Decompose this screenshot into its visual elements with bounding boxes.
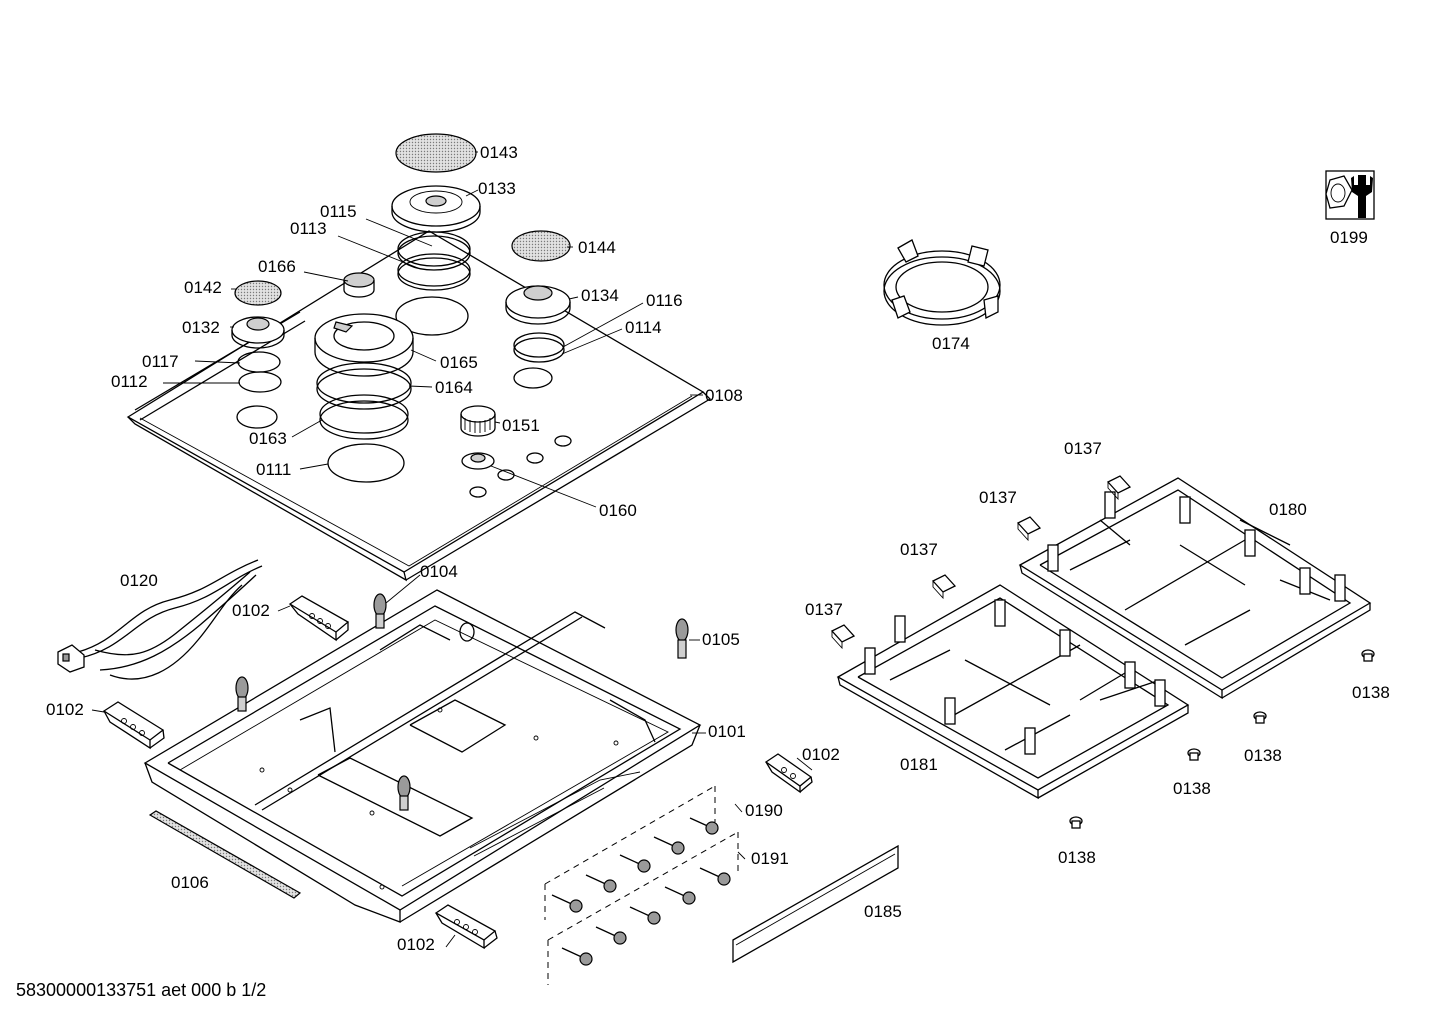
support-bolt <box>235 676 249 712</box>
drawing-reference-code: 58300000133751 aet 000 b 1/2 <box>16 980 267 1000</box>
label-0151: 0151 <box>502 416 540 435</box>
burner-cap-small <box>234 280 282 306</box>
label-0185: 0185 <box>864 902 902 921</box>
label-0104: 0104 <box>420 562 458 581</box>
leader-lines-top <box>163 151 703 508</box>
screw <box>653 836 685 855</box>
label-0137-c: 0137 <box>900 540 938 559</box>
label-0163: 0163 <box>249 429 287 448</box>
wrench-hex-nut-icon <box>1325 170 1375 220</box>
front-strip <box>732 844 899 964</box>
burner-cap-medium <box>511 230 571 262</box>
burner-head-large <box>391 185 481 233</box>
label-0138-d: 0138 <box>1058 848 1096 867</box>
support-clip <box>830 624 856 650</box>
burner-head-medium <box>505 285 571 325</box>
screw <box>595 926 627 945</box>
label-0190: 0190 <box>745 801 783 820</box>
part-labels: 0143 0133 0115 0113 0144 0166 0142 0134 … <box>46 143 1390 954</box>
burner-head-small <box>231 316 285 349</box>
label-0180: 0180 <box>1269 500 1307 519</box>
label-0102-d: 0102 <box>397 935 435 954</box>
label-0102-a: 0102 <box>232 601 270 620</box>
support-bolt <box>373 593 387 629</box>
label-0166: 0166 <box>258 257 296 276</box>
burner-rings-small <box>237 351 282 393</box>
screw <box>561 947 593 966</box>
mounting-bracket <box>288 595 350 642</box>
burner-rings-large <box>397 231 471 291</box>
screw <box>664 886 696 905</box>
support-bolt-0105 <box>675 618 689 659</box>
screw <box>619 854 651 873</box>
screw <box>585 874 617 893</box>
label-0134: 0134 <box>581 286 619 305</box>
label-0115: 0115 <box>320 202 357 221</box>
label-0137-d: 0137 <box>805 600 843 619</box>
label-0133: 0133 <box>478 179 516 198</box>
label-0101: 0101 <box>708 722 746 741</box>
rubber-foot <box>1069 816 1083 829</box>
label-0113: 0113 <box>290 219 327 238</box>
screw <box>629 906 661 925</box>
label-0112: 0112 <box>111 372 148 391</box>
label-0120: 0120 <box>120 571 158 590</box>
screw <box>551 894 583 913</box>
label-0143: 0143 <box>480 143 518 162</box>
mounting-bracket <box>102 701 165 750</box>
label-0105: 0105 <box>702 630 740 649</box>
label-0137-b: 0137 <box>979 488 1017 507</box>
screw <box>699 867 731 886</box>
label-0165: 0165 <box>440 353 478 372</box>
power-cable <box>57 559 263 680</box>
burner-cap-large <box>395 133 477 173</box>
mounting-bracket <box>434 904 498 950</box>
support-clip <box>1016 516 1042 542</box>
label-0102-b: 0102 <box>46 700 84 719</box>
burner-small-cup <box>343 272 375 298</box>
wok-burner-crown <box>314 313 414 377</box>
rubber-foot <box>1361 649 1375 662</box>
label-0132: 0132 <box>182 318 220 337</box>
wok-ring <box>883 239 1001 326</box>
label-0138-c: 0138 <box>1173 779 1211 798</box>
label-0108: 0108 <box>705 386 743 405</box>
leader-lines-bottom <box>91 574 813 948</box>
support-clip <box>931 574 957 600</box>
label-0106: 0106 <box>171 873 209 892</box>
control-knob <box>460 405 496 437</box>
rubber-foot <box>1187 748 1201 761</box>
support-clip <box>1106 475 1132 501</box>
label-0174: 0174 <box>932 334 970 353</box>
label-0191: 0191 <box>751 849 789 868</box>
seal-strip <box>148 810 302 899</box>
screw <box>689 817 719 835</box>
base-tray <box>143 589 702 923</box>
label-0137-a: 0137 <box>1064 439 1102 458</box>
mounting-bracket <box>764 753 813 794</box>
label-0199: 0199 <box>1330 228 1368 247</box>
label-0102-c: 0102 <box>802 745 840 764</box>
hob-top-plate <box>126 230 712 582</box>
label-0181: 0181 <box>900 755 938 774</box>
support-bolt <box>397 775 411 811</box>
pan-support-left <box>836 584 1190 800</box>
knob-bezel <box>461 452 495 470</box>
label-0164: 0164 <box>435 378 473 397</box>
label-0142: 0142 <box>184 278 222 297</box>
rubber-foot <box>1253 711 1267 724</box>
label-0116: 0116 <box>646 291 683 310</box>
label-0117: 0117 <box>142 352 179 371</box>
label-0114: 0114 <box>625 318 662 337</box>
pan-support-right <box>1018 477 1372 700</box>
label-0111: 0111 <box>256 460 291 479</box>
label-0144: 0144 <box>578 238 616 257</box>
label-0138-a: 0138 <box>1352 683 1390 702</box>
label-0160: 0160 <box>599 501 637 520</box>
wok-burner-rings <box>316 362 412 440</box>
screw-set <box>544 785 739 985</box>
burner-rings-medium <box>513 332 565 363</box>
label-0138-b: 0138 <box>1244 746 1282 765</box>
